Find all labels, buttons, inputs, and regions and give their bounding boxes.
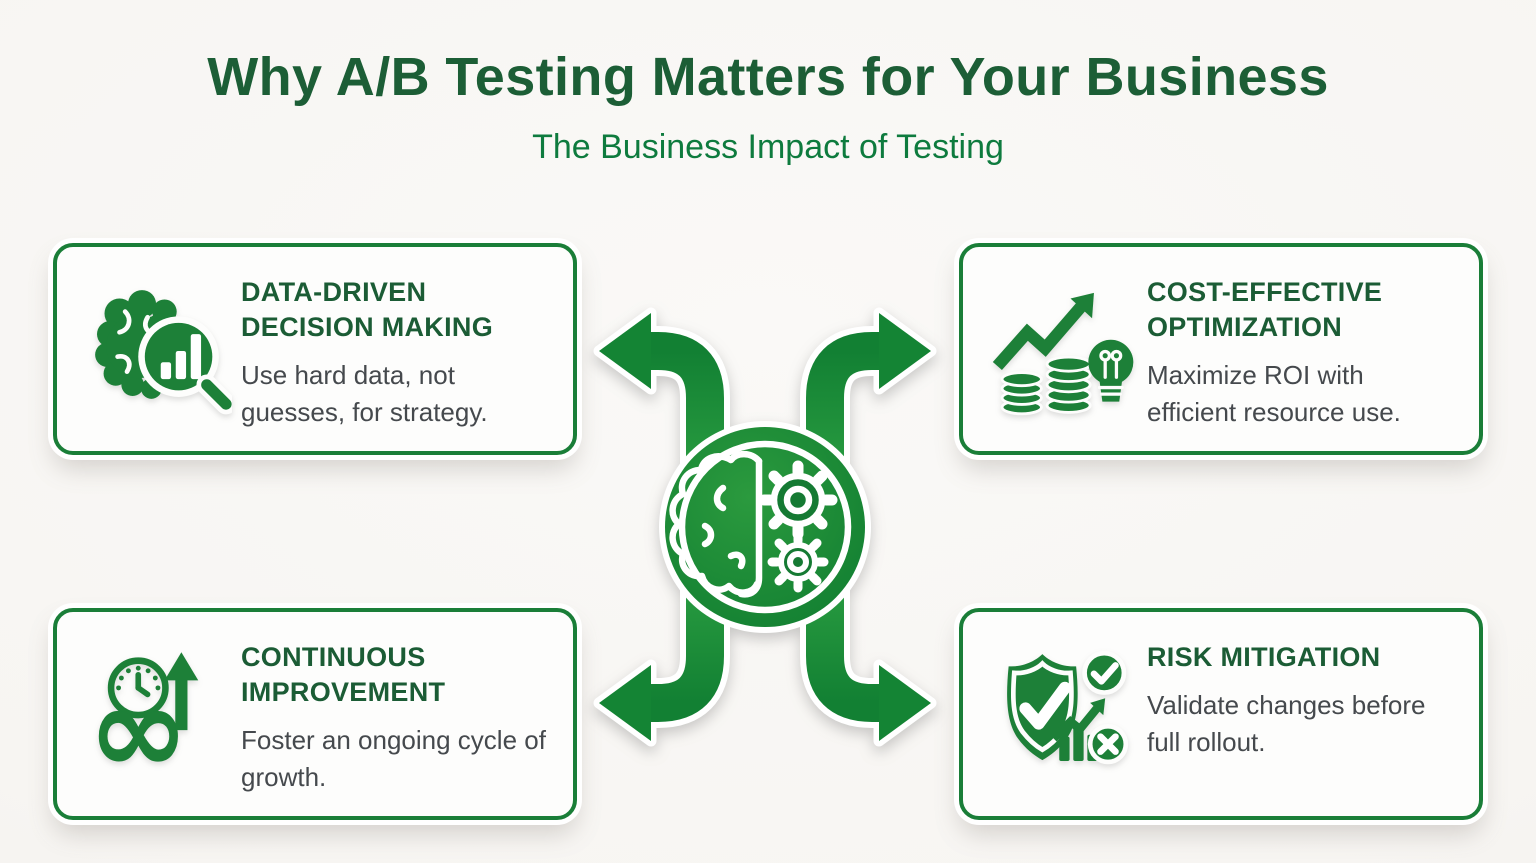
infinity-clock-arrow-icon: ∞ [81, 636, 233, 796]
growth-arrow-coins-lightbulb-icon [987, 271, 1139, 431]
card-title: COST-EFFECTIVE OPTIMIZATION [1147, 277, 1383, 343]
card-text-block: COST-EFFECTIVE OPTIMIZATION Maximize ROI… [1147, 271, 1459, 431]
arrow-up-left-head [599, 313, 651, 389]
arrow-down-right-head [879, 665, 931, 741]
arrow-up-left-group [651, 332, 879, 722]
brain-magnifier-chart-icon [81, 271, 233, 431]
card-cost-effective-optimization: COST-EFFECTIVE OPTIMIZATION Maximize ROI… [959, 243, 1483, 455]
shield-checkmark-chart-icon [987, 636, 1139, 796]
card-body: Foster an ongoing cycle of growth. [241, 725, 546, 793]
card-body: Use hard data, not guesses, for strategy… [241, 360, 488, 428]
arrow-up-right-head [879, 313, 931, 389]
page-subtitle: The Business Impact of Testing [532, 128, 1004, 166]
svg-text:∞: ∞ [88, 659, 190, 796]
card-title: CONTINUOUS IMPROVEMENT [241, 642, 446, 708]
card-text-block: CONTINUOUS IMPROVEMENT Foster an ongoing… [241, 636, 553, 796]
card-body: Maximize ROI with efficient resource use… [1147, 360, 1401, 428]
card-text-block: DATA-DRIVEN DECISION MAKING Use hard dat… [241, 271, 553, 431]
card-risk-mitigation: RISK MITIGATION Validate changes before … [959, 608, 1483, 820]
card-title: DATA-DRIVEN DECISION MAKING [241, 277, 494, 343]
page-title: Why A/B Testing Matters for Your Busines… [207, 47, 1329, 107]
header: Why A/B Testing Matters for Your Busines… [0, 0, 1536, 167]
arrow-down-left-head [599, 665, 651, 741]
card-data-driven-decision-making: DATA-DRIVEN DECISION MAKING Use hard dat… [53, 243, 577, 455]
card-body: Validate changes before full rollout. [1147, 690, 1426, 757]
card-continuous-improvement: ∞ CONTINUOUS IMPROVEMENT Foster an ongoi… [53, 608, 577, 820]
center-hub [555, 268, 975, 788]
card-text-block: RISK MITIGATION Validate changes before … [1147, 636, 1459, 761]
card-title: RISK MITIGATION [1147, 642, 1381, 672]
brain-gears-icon [659, 421, 871, 633]
